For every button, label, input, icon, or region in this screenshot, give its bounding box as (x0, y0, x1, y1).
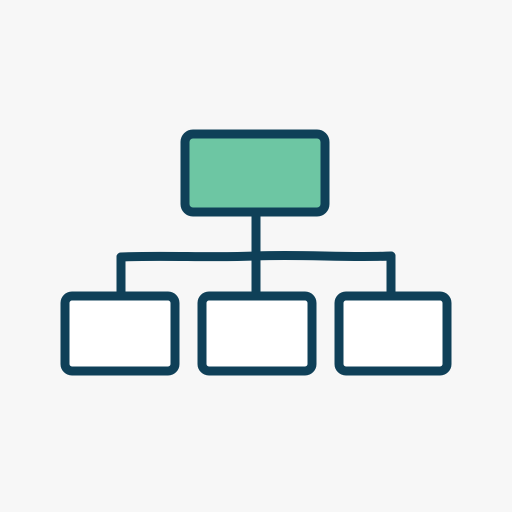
root-node (180, 129, 330, 217)
child-node-left (60, 291, 180, 376)
child-node-right (334, 291, 452, 376)
child-node-center (197, 291, 317, 376)
